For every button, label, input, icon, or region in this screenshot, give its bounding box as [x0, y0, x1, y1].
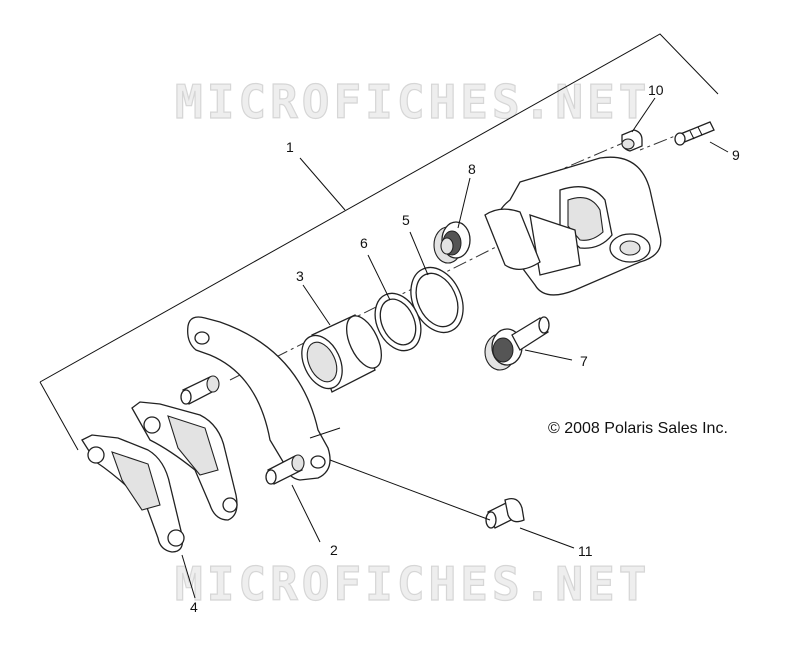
callout-10: 10 [648, 82, 664, 98]
part-6-seal [374, 292, 422, 352]
part-3-piston [301, 314, 382, 393]
part-2-bracket [180, 316, 341, 485]
callout-1: 1 [286, 139, 294, 155]
part-7-pin [484, 316, 550, 371]
part-11-bolt [485, 497, 525, 529]
caliper-body [484, 156, 662, 296]
watermark-bottom: MICROFICHES.NET [175, 557, 650, 611]
callout-3: 3 [296, 268, 304, 284]
callout-6: 6 [360, 235, 368, 251]
part-4-brake-pads [81, 401, 238, 553]
callout-2: 2 [330, 542, 338, 558]
callout-11: 11 [578, 543, 593, 559]
assembly-bracket [39, 33, 719, 451]
callout-7: 7 [580, 353, 588, 369]
callout-8: 8 [468, 161, 476, 177]
part-9-bleeder [674, 121, 715, 146]
copyright-text: © 2008 Polaris Sales Inc. [548, 420, 728, 437]
callout-9: 9 [732, 147, 740, 163]
callout-4: 4 [190, 599, 198, 615]
part-5-seal [410, 266, 464, 334]
callout-5: 5 [402, 212, 410, 228]
part-10-bushing [621, 129, 643, 152]
leader-lines [181, 97, 729, 599]
part-8-boot [433, 221, 471, 264]
watermark-top: MICROFICHES.NET [175, 75, 650, 129]
callouts: 1 2 3 4 5 6 7 8 9 10 11 [190, 82, 740, 615]
